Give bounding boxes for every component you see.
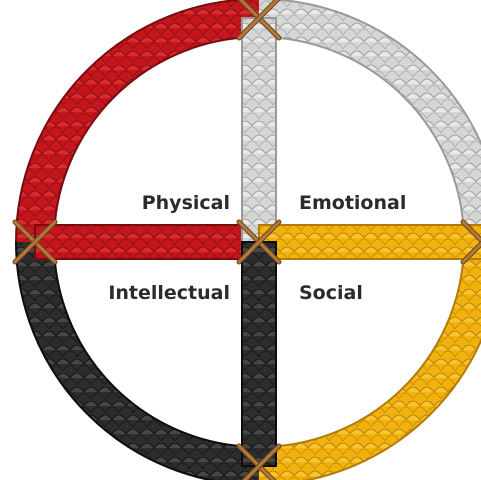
ring-arc-bottom-left-texture [17,241,260,480]
binding-left [12,219,58,265]
label-intellectual: Intellectual [108,282,230,304]
ring-arc-top-left-texture [17,0,260,243]
ring-arc-bottom-right-texture [258,241,481,480]
cross-arm-bottom-left [241,241,277,467]
quadrant-labels: Physical Emotional Social Intellectual [108,192,406,304]
binding-center [236,219,282,265]
label-physical: Physical [142,192,230,214]
binding-top [236,0,282,41]
binding-bottom [236,443,282,480]
wheel-ring [15,0,481,480]
cross-arm-top-right [241,17,277,243]
wheel-bindings [12,0,481,480]
label-social: Social [299,282,363,304]
label-emotional: Emotional [299,192,406,214]
cross-arm-bottom-right [258,224,481,260]
binding-right [460,219,481,265]
ring-arc-top-right-texture [258,0,481,243]
cross-arm-top-left [34,224,260,260]
